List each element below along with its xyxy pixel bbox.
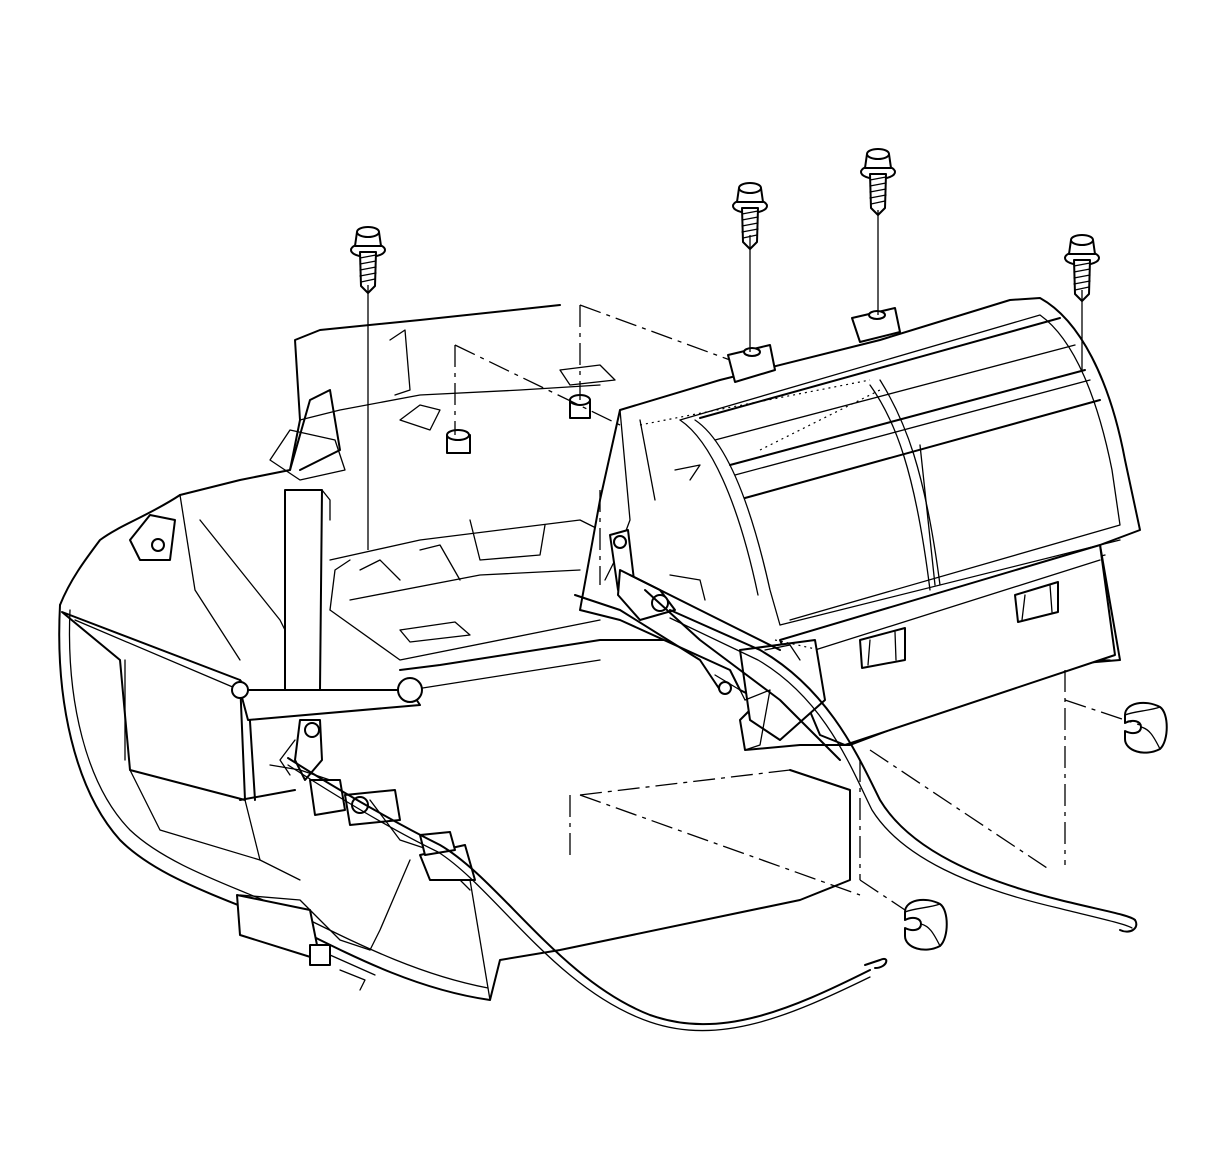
- clip-right-icon: [1124, 701, 1168, 754]
- bolts: [350, 148, 1100, 302]
- clip-bottom-icon: [904, 898, 948, 951]
- leader-lines: [367, 210, 1141, 911]
- blower-case: [574, 297, 1141, 751]
- bolt-2-icon: [732, 182, 768, 250]
- retainer-clips: [904, 701, 1168, 951]
- control-cables: [287, 574, 1138, 1032]
- bolt-3-icon: [860, 148, 896, 216]
- bolt-4-icon: [1064, 234, 1100, 302]
- bolt-1-icon: [350, 226, 386, 294]
- lower-hvac-housing: [58, 304, 851, 1001]
